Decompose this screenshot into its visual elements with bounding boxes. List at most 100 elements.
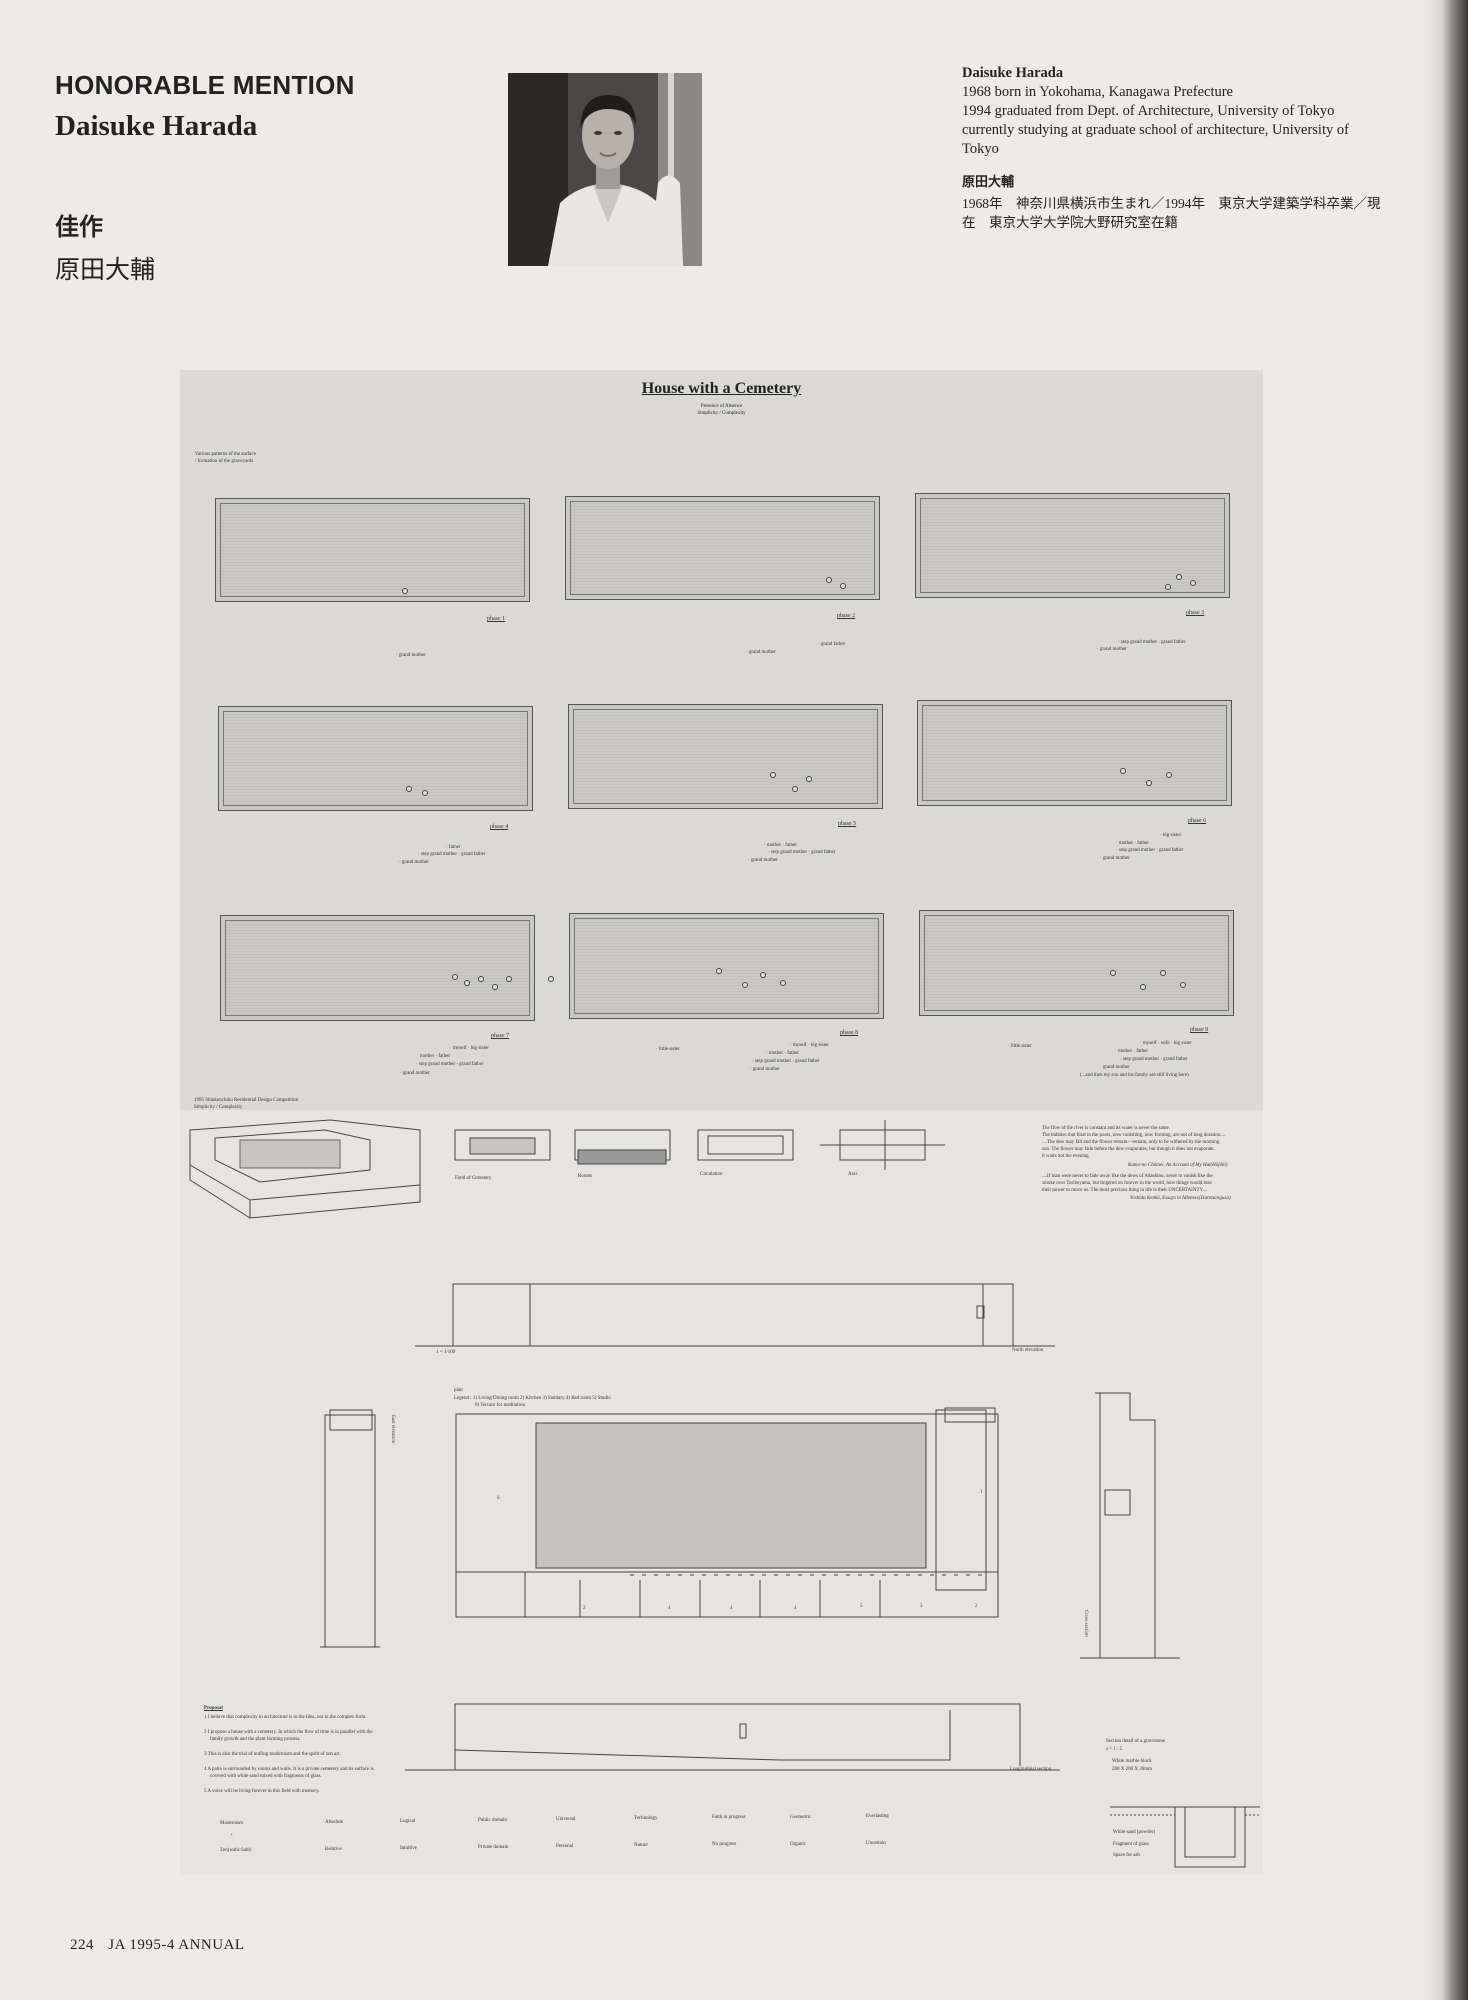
room-number: 4 <box>668 1606 671 1611</box>
opposition-term: Intuitive <box>400 1846 417 1851</box>
room-number: 2 <box>583 1606 586 1611</box>
section-detail-note: Fragment of glass <box>1113 1842 1149 1847</box>
cemetery-field-phase-6 <box>917 700 1232 806</box>
cross-section-drawing <box>1080 1392 1180 1659</box>
phase-note: · step grand mother · grand father <box>418 852 486 857</box>
quote-line: ....The dew may fall and the flower rema… <box>1042 1140 1220 1145</box>
intro-note: / formation of the graveyards <box>195 459 254 464</box>
room-number: 3 <box>920 1604 923 1609</box>
diagram-label: Field of Cemetery <box>455 1176 492 1181</box>
proposal-line: 3 This is also the trial of unifing mode… <box>204 1752 341 1757</box>
page-number: 224 <box>70 1937 94 1953</box>
bio-name: Daisuke Harada <box>962 65 1064 81</box>
room-number: 4 <box>794 1606 797 1611</box>
room-number: 6 <box>497 1496 500 1501</box>
page-edge <box>1442 0 1468 2000</box>
gravestone-marker <box>742 982 748 988</box>
competition-name: 1995 Shinkenchiku Residential Design Com… <box>194 1098 299 1103</box>
drawing-scale: 1 = 1/100 <box>436 1350 456 1355</box>
cemetery-field-phase-5 <box>568 704 883 809</box>
quote-line: ....If man were never to fade away like … <box>1042 1174 1213 1179</box>
gravestone-marker <box>1146 780 1152 786</box>
phase-label: phase 2 <box>837 613 856 619</box>
proposal-line: 5 A voice will be living forever in this… <box>204 1789 320 1794</box>
quote-line: it waits not the evening. <box>1042 1154 1090 1159</box>
competition-theme: Simplicity / Complexity <box>194 1105 243 1110</box>
bio-line-jp: 1968年 神奈川県横浜市生まれ／1994年 東京大学建築学科卒業／現 <box>962 196 1381 211</box>
proposal-line: family growth and the plant forming proc… <box>210 1737 301 1742</box>
board-subtitle: Presence of Absence <box>700 404 743 409</box>
architect-portrait-photo <box>508 73 702 266</box>
page-footer: 224 JA 1995-4 ANNUAL <box>70 1937 245 1954</box>
quote-line: The bubbles that float in the pools, now… <box>1042 1133 1226 1138</box>
phase-note: mother · father <box>420 1054 450 1059</box>
architect-name-jp: 原田大輔 <box>55 257 156 284</box>
section-detail-note: White marble block <box>1112 1759 1152 1764</box>
phase-label: phase 8 <box>840 1030 859 1036</box>
north-elevation-label: North elevation <box>1012 1348 1044 1353</box>
east-elevation-label: East elevation <box>390 1415 395 1444</box>
bio-line: Tokyo <box>962 141 999 157</box>
opposition-term: Private domain <box>478 1845 509 1850</box>
page-gutter-shadow <box>1424 0 1442 2000</box>
section-detail-note: Section detail of a gravestone <box>1106 1739 1166 1744</box>
phase-label: phase 5 <box>838 821 857 827</box>
gravestone-marker <box>840 583 846 589</box>
opposition-plus: + <box>230 1833 233 1838</box>
gravestone-marker <box>1165 584 1171 590</box>
gravestone-marker <box>716 968 722 974</box>
opposition-term: Modernism <box>220 1821 244 1826</box>
phase-note: · step grand mother · grand father <box>752 1059 820 1064</box>
gravestone-marker <box>780 980 786 986</box>
bio-line: 1994 graduated from Dept. of Architectur… <box>962 103 1335 119</box>
gravestone-marker <box>492 984 498 990</box>
board-subtitle: Simplicity / Complexity <box>697 411 746 416</box>
phase-label: phase 4 <box>490 824 509 830</box>
phase-note: · myself · big sister <box>790 1043 829 1048</box>
gravestone-marker <box>770 772 776 778</box>
gravestone-marker <box>464 980 470 986</box>
opposition-term: Faith in progress <box>712 1815 746 1820</box>
phase-label: phase 1 <box>487 616 506 622</box>
proposal-line: 2 I propose a house with a cemetery. In … <box>204 1730 373 1735</box>
proposal-line: 4 A patio is surrounded by rooms and wal… <box>204 1767 374 1772</box>
phase-note: · big sister <box>1160 833 1182 838</box>
diagram-field-of-cemetery <box>454 1129 551 1161</box>
quote-line: sun. The flower may fade before the dew … <box>1042 1147 1215 1152</box>
room-number: 4 <box>730 1606 733 1611</box>
diagram-label: Axis <box>848 1172 858 1177</box>
publication-name: JA 1995-4 ANNUAL <box>108 1937 245 1953</box>
phase-note: · grand mother <box>400 1071 430 1076</box>
plan-legend: 6) Terrace for meditation <box>475 1403 525 1408</box>
cemetery-field-phase-9 <box>919 910 1234 1016</box>
architectural-drawings <box>189 1119 1260 1868</box>
phase-note: · little sister <box>1008 1044 1032 1049</box>
longitudinal-section-label: Longitudinal section <box>1010 1767 1052 1772</box>
cemetery-field-phase-2 <box>565 496 880 600</box>
phase-note: · step grand mother · grand father <box>1120 1057 1188 1062</box>
plan-label: plan <box>454 1388 463 1393</box>
gravestone-marker <box>792 786 798 792</box>
quote-source: Kamo-no Chōmei, An Account of My Hut(Hōj… <box>1128 1163 1228 1168</box>
gravestone-marker <box>1140 984 1146 990</box>
opposition-term: Everlasting <box>866 1814 889 1819</box>
architect-bio: Daisuke Harada 1968 born in Yokohama, Ka… <box>962 64 1382 232</box>
gravestone-marker <box>806 776 812 782</box>
bio-line: 1968 born in Yokohama, Kanagawa Prefectu… <box>962 84 1233 100</box>
phase-note: · grand mother <box>1100 856 1130 861</box>
phase-note: · grand father <box>818 642 846 647</box>
phase-label: phase 7 <box>491 1033 510 1039</box>
cemetery-field-phase-8 <box>569 913 884 1019</box>
gravestone-marker <box>826 577 832 583</box>
floor-plan <box>455 1407 999 1618</box>
north-elevation-drawing <box>415 1283 1055 1347</box>
diagram-axis <box>820 1120 945 1170</box>
section-detail-note: 200 X 200 X 30mm <box>1112 1767 1152 1772</box>
cemetery-field-phase-3 <box>915 493 1230 598</box>
east-elevation-drawing <box>320 1409 380 1648</box>
phase-note: · step grand mother · grand father <box>1118 640 1186 645</box>
award-category-jp: 佳作 <box>55 214 103 241</box>
gravestone-marker <box>1166 772 1172 778</box>
quote-line: smoke over Toribeyama, but lingered on f… <box>1042 1181 1212 1186</box>
cross-section-label: Cross section <box>1083 1610 1088 1637</box>
